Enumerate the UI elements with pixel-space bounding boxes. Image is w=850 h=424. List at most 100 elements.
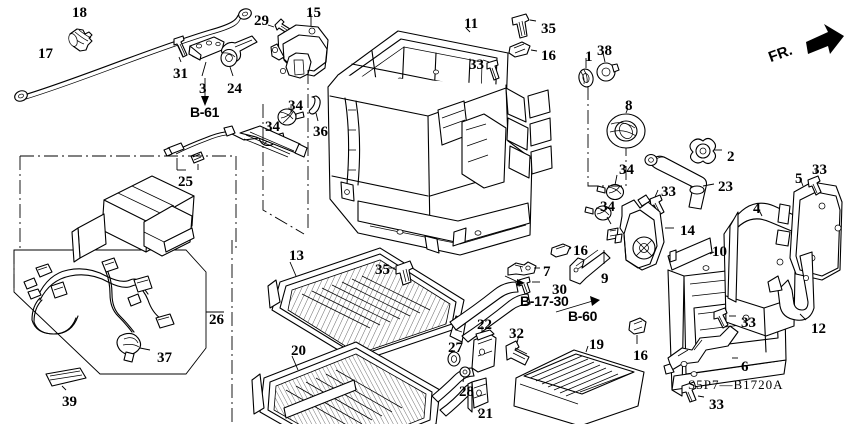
part-12-hook-bracket	[767, 251, 815, 321]
callout-blower-duct[interactable]: 4	[753, 201, 761, 217]
callout-air-mix-motor[interactable]: 14	[680, 223, 695, 239]
callout-tapping-screw[interactable]: 33	[469, 57, 484, 73]
callout-screw[interactable]: 30	[552, 282, 567, 298]
group-bracket-1-8	[587, 86, 627, 187]
callout-spring-clip[interactable]: 36	[313, 124, 328, 140]
callout-bolt-washer[interactable]: 35	[541, 21, 556, 37]
callout-stay-bracket[interactable]: 7	[543, 264, 551, 280]
callout-tapping-screw[interactable]: 33	[812, 162, 827, 178]
rail-bracket	[239, 125, 308, 158]
reference-link-b1730[interactable]: B-17-30	[520, 293, 569, 309]
part-35-bolt-top	[511, 13, 537, 39]
callout-tapping-screw[interactable]: 33	[741, 315, 756, 331]
callout-tapping-screw[interactable]: 33	[709, 397, 724, 413]
callout-wire-harness[interactable]: 26	[209, 312, 224, 328]
part-21-valve-holder	[467, 377, 489, 415]
callout-case-cover[interactable]: 5	[795, 171, 803, 187]
part-28-oring-small	[459, 366, 471, 383]
callout-valve-joint[interactable]: 2	[727, 149, 735, 165]
part-14-air-mix-motor	[606, 194, 674, 271]
callout-expansion-valve[interactable]: 22	[477, 317, 492, 333]
callout-duct-frame[interactable]: 10	[712, 244, 727, 260]
part-6-under-cover	[663, 325, 739, 375]
callout-o-ring-small[interactable]: 27	[448, 340, 463, 356]
part-16-clipnut-lower	[628, 317, 647, 344]
callout-clip-d[interactable]: 34	[600, 199, 615, 215]
divider-top	[20, 155, 237, 250]
part-13-heater-core	[267, 247, 531, 363]
callout-clip-nut[interactable]: 16	[541, 48, 556, 64]
part-31-screw	[173, 35, 188, 63]
callout-heater-case[interactable]: 11	[464, 16, 479, 32]
reference-arrows	[201, 78, 600, 313]
part-33-screw-lower-mid	[713, 307, 736, 329]
part-15-mode-control-motor	[270, 14, 329, 79]
callout-hook-bracket[interactable]: 12	[811, 321, 826, 337]
callout-mode-control-motor[interactable]: 15	[306, 5, 321, 21]
part-37-harness-clip	[116, 332, 151, 363]
callout-clip-b[interactable]: 34	[265, 119, 280, 135]
callout-bolt-washer[interactable]: 35	[375, 262, 390, 278]
part-39-pad	[45, 367, 87, 391]
part-18-grommet	[68, 28, 93, 52]
part-11-heater-case	[327, 27, 553, 256]
callout-evaporator-core[interactable]: 20	[291, 343, 306, 359]
part-16-clipnut-top	[508, 41, 538, 58]
callout-clip-nut[interactable]: 16	[633, 348, 648, 364]
callout-tapping-screw[interactable]: 33	[661, 184, 676, 200]
part-35-bolt-mid	[389, 260, 414, 286]
callout-link-bracket[interactable]: 3	[199, 81, 207, 97]
part-19-filter-tray	[513, 345, 645, 424]
diagram-code: S5P7—B1720A	[688, 377, 784, 392]
callout-screw[interactable]: 31	[173, 66, 188, 82]
callout-heater-core[interactable]: 13	[289, 248, 304, 264]
part-33-screw-top	[482, 59, 500, 81]
part-38-grommet	[596, 52, 620, 82]
part-33-screw-right	[807, 170, 822, 196]
part-3-link-bracket	[188, 36, 225, 77]
callout-bracket-arm[interactable]: 9	[601, 271, 609, 287]
callout-screw[interactable]: 29	[254, 13, 269, 29]
part-16-clipnut-mid	[550, 243, 572, 258]
callout-water-pipe[interactable]: 23	[718, 179, 733, 195]
part-34-clip-a	[277, 106, 305, 126]
reference-link-b61[interactable]: B-61	[190, 104, 220, 120]
part-7-stay-bracket	[507, 261, 540, 276]
part-23-water-pipe	[644, 153, 715, 210]
callout-o-ring-tiny[interactable]: 28	[459, 384, 474, 400]
part-30-screw	[504, 275, 540, 295]
part-36-spring-clip	[308, 95, 321, 122]
part-17-control-cable	[14, 8, 252, 102]
callout-valve-holder[interactable]: 21	[478, 406, 493, 422]
part-27-oring	[447, 350, 461, 367]
callout-under-cover[interactable]: 6	[741, 359, 749, 375]
callout-grommet-clip[interactable]: 18	[72, 5, 87, 21]
callout-bolt[interactable]: 32	[509, 326, 524, 342]
reference-link-b60[interactable]: B-60	[568, 308, 598, 324]
callout-filter-tray[interactable]: 19	[589, 337, 604, 353]
part-22-expansion-valve	[471, 326, 497, 373]
callout-rod-joint[interactable]: 24	[227, 81, 242, 97]
callout-pad-seal[interactable]: 39	[62, 394, 77, 410]
callout-clip-c[interactable]: 34	[619, 162, 634, 178]
part-1-seal-ring	[578, 58, 594, 88]
fr-arrow-icon	[806, 24, 844, 54]
part-32-bolt	[505, 334, 530, 366]
part-24-rod-joint	[220, 35, 258, 77]
callout-o-ring-seal[interactable]: 8	[625, 98, 633, 114]
part-33-screw-bottom	[681, 381, 705, 403]
part-34-clip-c	[596, 174, 625, 201]
callout-grommet[interactable]: 38	[597, 43, 612, 59]
callout-harness-clip[interactable]: 37	[157, 350, 172, 366]
part-2-valve-joint	[689, 137, 722, 165]
callout-control-cable[interactable]: 17	[38, 46, 53, 62]
part-26-wire-harness	[13, 249, 224, 375]
callout-clip-a[interactable]: 34	[288, 98, 303, 114]
part-34-clip-d	[584, 205, 612, 225]
callout-seal-ring[interactable]: 1	[585, 49, 593, 65]
callout-clip-nut[interactable]: 16	[573, 243, 588, 259]
callout-wire-harness-sub[interactable]: 25	[178, 174, 193, 190]
part-9-bracket-arm	[569, 249, 611, 285]
